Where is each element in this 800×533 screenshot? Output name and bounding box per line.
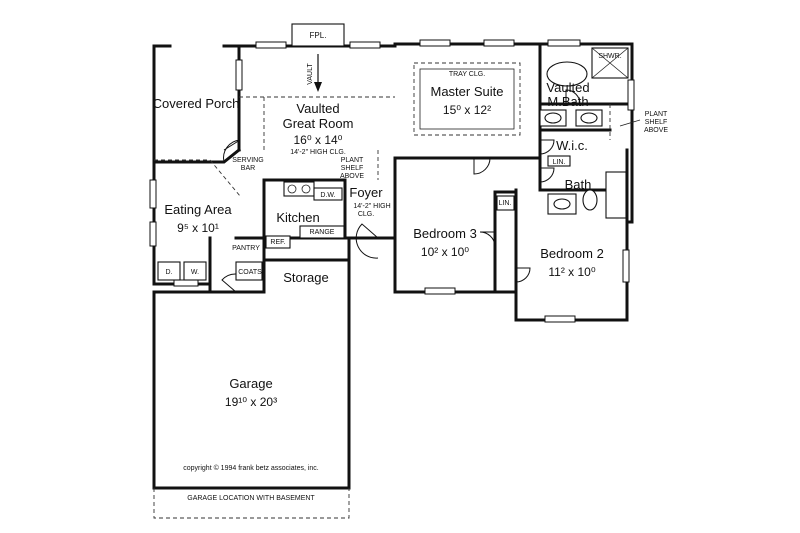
serving-bar-2: BAR xyxy=(241,165,255,172)
bedroom3-label: Bedroom 3 xyxy=(413,226,477,241)
garage-dims: 19¹⁰ x 20³ xyxy=(225,395,277,409)
fireplace xyxy=(291,23,345,47)
great-room-dims: 16⁰ x 14⁰ xyxy=(294,133,343,147)
bedroom2-label: Bedroom 2 xyxy=(540,246,604,261)
fixtures xyxy=(157,47,629,281)
kitchen-label: Kitchen xyxy=(276,210,319,225)
master-suite-label: Master Suite xyxy=(431,84,504,99)
linen-hall-label: LIN. xyxy=(499,200,512,207)
covered-porch-label: Covered Porch xyxy=(153,96,240,111)
great-room-ceiling: 14'-2" HIGH CLG. xyxy=(290,149,346,156)
plant-shelf-right-2: SHELF xyxy=(645,119,668,126)
walls xyxy=(152,23,634,490)
toilet xyxy=(582,189,598,211)
vault-arrow xyxy=(314,54,322,92)
plant-shelf-kitchen-1: PLANT xyxy=(341,157,364,164)
dishwasher-label: D.W. xyxy=(320,192,335,199)
washer-label: W. xyxy=(191,269,199,276)
eating-area-dims: 9⁵ x 10¹ xyxy=(177,221,219,235)
eating-area-label: Eating Area xyxy=(164,202,232,217)
master-suite-dims: 15⁰ x 12² xyxy=(443,103,491,117)
vault-label: VAULT xyxy=(307,63,314,85)
master-bath-label-2: M.Bath xyxy=(547,94,588,109)
windows xyxy=(149,39,635,323)
plant-shelf-leader xyxy=(619,119,641,127)
doors xyxy=(221,89,581,293)
refrigerator-label: REF. xyxy=(270,239,285,246)
coats-label: COATS xyxy=(238,269,262,276)
linen-bath-label: LIN. xyxy=(553,159,566,166)
great-room-label-1: Vaulted xyxy=(296,101,339,116)
copyright-text: copyright © 1994 frank betz associates, … xyxy=(183,464,319,472)
wic-label: W.i.c. xyxy=(556,138,588,153)
bath-label: Bath xyxy=(565,177,592,192)
plant-shelf-kitchen-3: ABOVE xyxy=(340,173,364,180)
fireplace-label: FPL. xyxy=(310,31,327,40)
range-label: RANGE xyxy=(310,229,335,236)
bedroom2-dims: 11² x 10⁰ xyxy=(548,265,595,279)
storage-label: Storage xyxy=(283,270,329,285)
foyer-ceiling-1: 14'-2" HIGH xyxy=(353,203,390,210)
master-bath-label-1: Vaulted xyxy=(546,80,589,95)
bedroom3-dims: 10² x 10⁰ xyxy=(421,245,469,259)
shower-label: SHWR. xyxy=(598,53,621,60)
bathtub xyxy=(546,61,588,87)
foyer-label: Foyer xyxy=(349,185,383,200)
master-ceiling: TRAY CLG. xyxy=(449,71,485,78)
garage-label: Garage xyxy=(229,376,272,391)
plant-shelf-kitchen-2: SHELF xyxy=(341,165,364,172)
dashed-lines xyxy=(153,62,611,519)
tray-ceiling-outline xyxy=(413,62,521,136)
bath-tub-2 xyxy=(605,171,627,219)
great-room-label-2: Great Room xyxy=(283,116,354,131)
garage-basement-note: GARAGE LOCATION WITH BASEMENT xyxy=(187,495,315,502)
dryer-label: D. xyxy=(166,269,173,276)
plant-shelf-right-3: ABOVE xyxy=(644,127,668,134)
serving-bar-1: SERVING xyxy=(232,157,263,164)
pantry-label: PANTRY xyxy=(232,245,260,252)
kitchen-sink xyxy=(283,181,315,197)
foyer-ceiling-2: CLG. xyxy=(358,211,374,218)
plant-shelf-right-1: PLANT xyxy=(645,111,668,118)
